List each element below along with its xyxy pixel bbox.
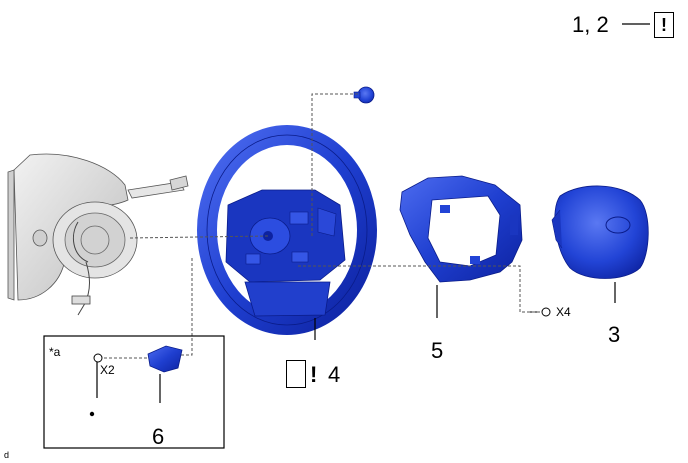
inset-ref-label: *a <box>49 345 61 359</box>
steering-wheel <box>197 125 377 335</box>
quantity-x4-label: X4 <box>556 305 571 319</box>
inset-screw <box>93 353 103 363</box>
quantity-x2-label: X2 <box>100 363 115 377</box>
item-4-label: 4 <box>328 362 341 387</box>
steering-lower-cover <box>399 175 523 283</box>
caution-mark-item4: ! <box>310 362 318 387</box>
item-3-label: 3 <box>608 322 621 347</box>
item-6-label: 6 <box>152 424 165 449</box>
caution-box-item4 <box>286 360 306 388</box>
inset-box <box>43 335 225 449</box>
item-5-label: 5 <box>431 338 444 363</box>
step-reference-label: 1, 2 <box>572 12 609 37</box>
inset-dot <box>89 411 95 417</box>
bolt-part <box>353 86 375 104</box>
corner-code-label: d <box>4 450 10 460</box>
callout-leaders <box>96 23 650 403</box>
inset-paddle-switch <box>147 345 183 373</box>
caution-box-top: ! <box>654 12 674 38</box>
horn-button-pad <box>551 185 649 279</box>
steering-column <box>7 153 189 316</box>
